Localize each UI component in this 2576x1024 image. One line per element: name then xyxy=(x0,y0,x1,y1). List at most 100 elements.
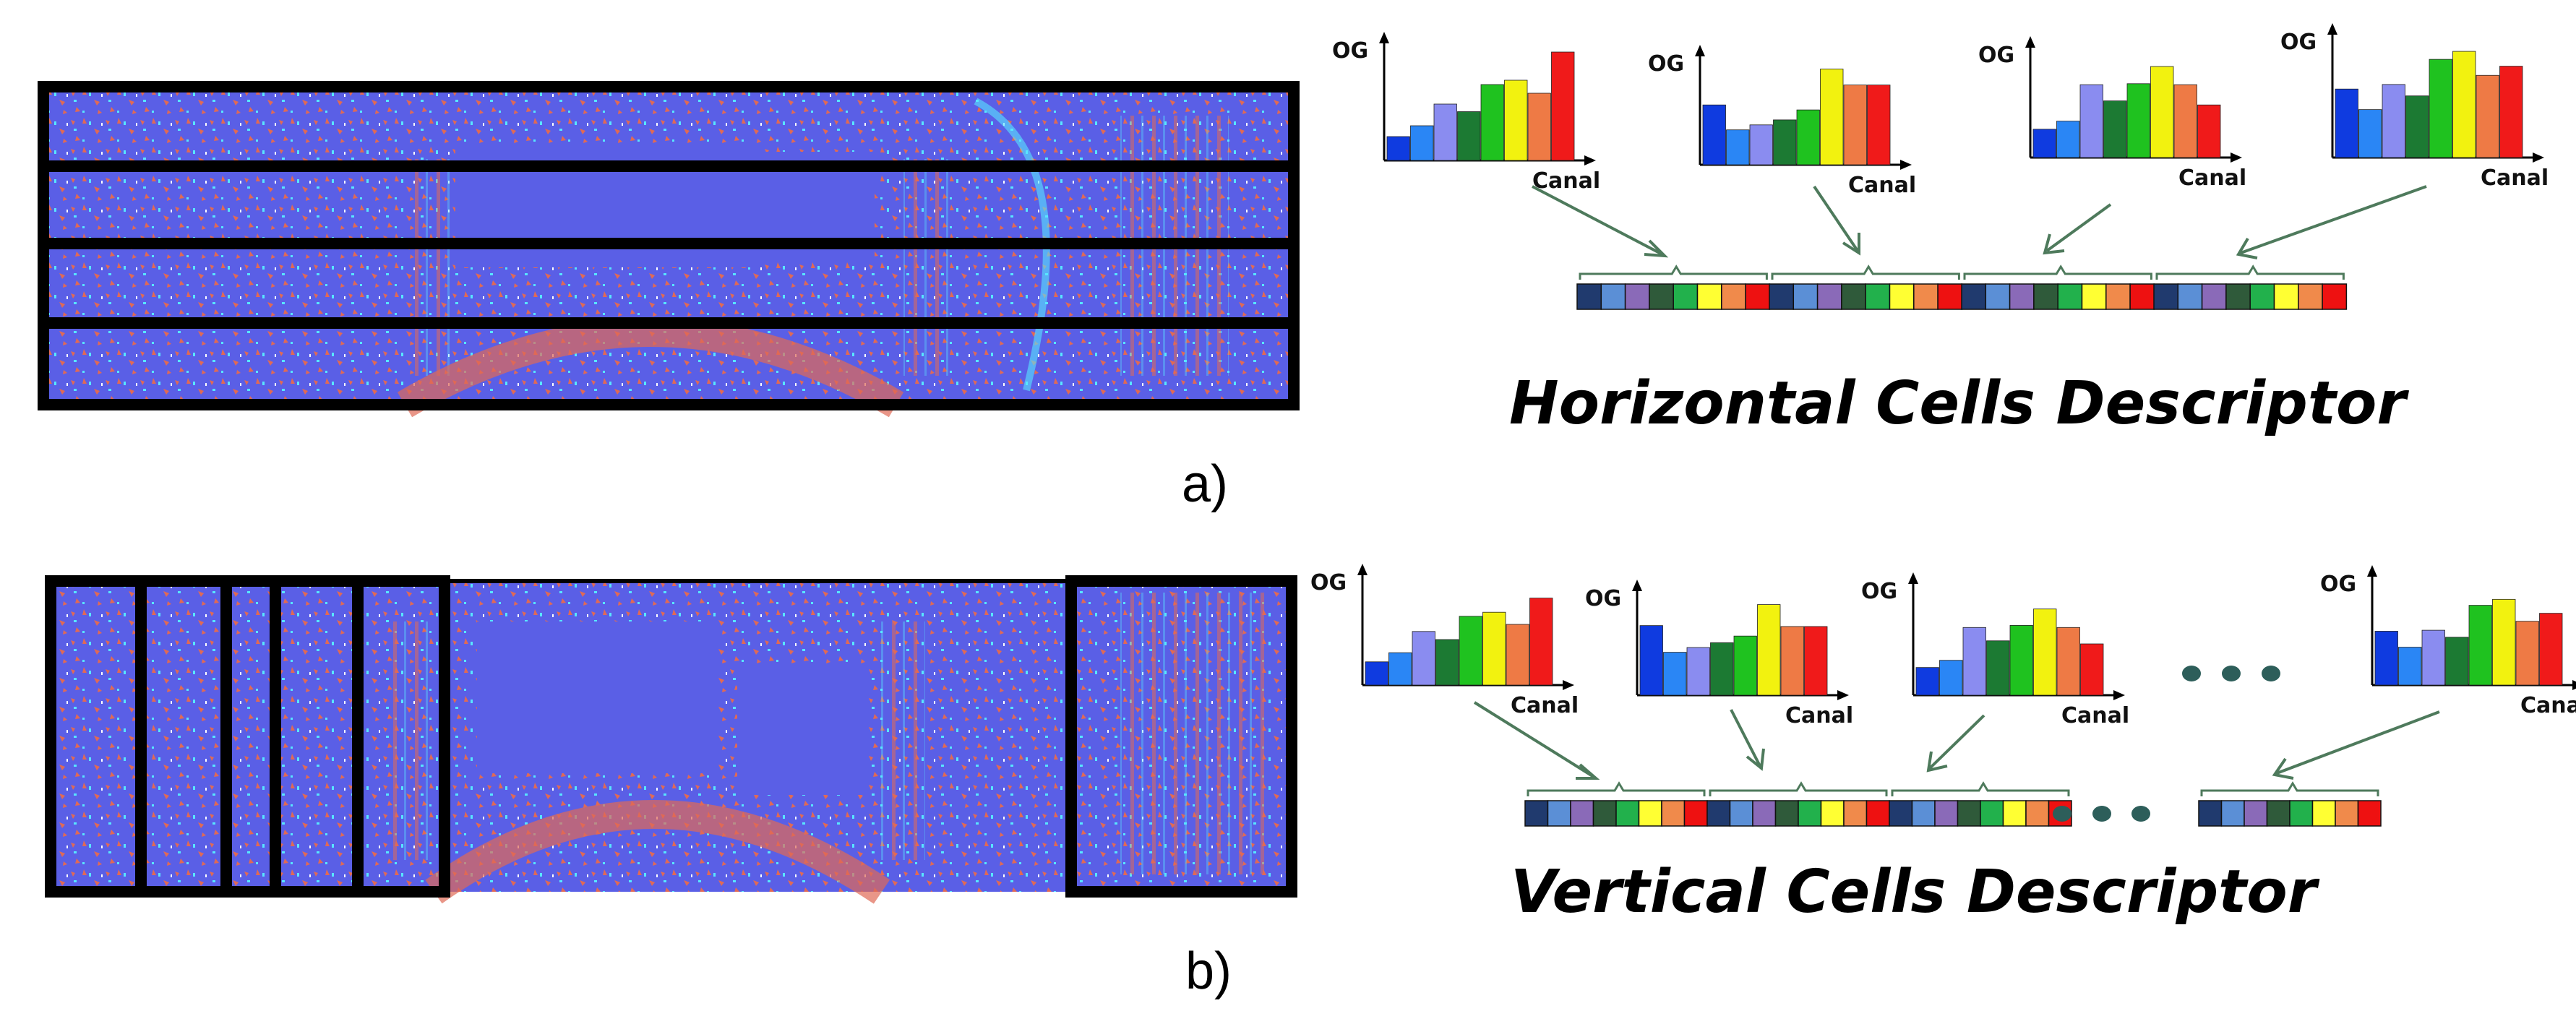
descriptor-bin xyxy=(2357,800,2382,827)
histogram-bar xyxy=(1529,598,1553,686)
descriptor-title-horizontal: Horizontal Cells Descriptor xyxy=(1509,369,2409,438)
arrow xyxy=(1928,714,1985,770)
descriptor-bin xyxy=(1957,800,1981,827)
y-axis-arrow xyxy=(2025,36,2035,48)
histogram-bar xyxy=(1710,642,1734,696)
x-axis-arrow xyxy=(2533,152,2544,163)
descriptor-bin xyxy=(2105,283,2131,310)
segment-brace xyxy=(1709,781,1888,796)
descriptor-bin xyxy=(1911,800,1936,827)
descriptor-bin xyxy=(1624,283,1650,310)
histogram-bar xyxy=(1551,51,1575,161)
x-axis-arrow xyxy=(1900,160,1912,170)
histogram-bar xyxy=(1686,647,1710,696)
histogram-bar xyxy=(1386,136,1410,161)
y-axis-arrow xyxy=(1379,32,1389,43)
descriptor-vector-vertical xyxy=(1524,781,2382,827)
histogram-bar xyxy=(2382,84,2405,158)
x-axis-label: Canal xyxy=(2178,165,2246,191)
x-axis-label: Canal xyxy=(2061,703,2129,728)
descriptor-bin xyxy=(1961,283,1987,310)
histogram-bar xyxy=(2126,83,2150,158)
x-axis-arrow xyxy=(2572,680,2576,690)
histogram-bar xyxy=(1986,640,2010,696)
histogram-bar xyxy=(2539,613,2563,686)
segment-brace xyxy=(1891,781,2070,796)
descriptor-bin xyxy=(1866,800,1890,827)
x-axis-label: Canal xyxy=(1511,693,1579,718)
x-axis-label: Canal xyxy=(2481,165,2549,191)
descriptor-bin xyxy=(1696,283,1722,310)
descriptor-bin xyxy=(1985,283,2011,310)
descriptor-bin xyxy=(1570,800,1594,827)
histogram-bar xyxy=(1504,79,1528,161)
histogram-bar xyxy=(1843,85,1867,165)
histogram-bar xyxy=(2374,631,2398,686)
descriptor-bin xyxy=(1600,283,1626,310)
histogram-bar xyxy=(2468,605,2492,686)
descriptor-bin xyxy=(1769,283,1795,310)
descriptor-bin xyxy=(1793,283,1819,310)
x-axis-label: Canal xyxy=(2520,693,2576,718)
arrow xyxy=(2045,203,2112,252)
descriptor-bin xyxy=(1661,800,1686,827)
descriptor-bin xyxy=(2153,283,2179,310)
descriptor-bin xyxy=(2002,800,2027,827)
descriptor-bin xyxy=(1816,283,1842,310)
descriptor-bin xyxy=(2273,283,2299,310)
histogram-bar xyxy=(1773,119,1797,165)
descriptor-bin xyxy=(1752,800,1777,827)
descriptor-title-vertical: Vertical Cells Descriptor xyxy=(1511,858,2320,926)
descriptor-bin xyxy=(2201,283,2227,310)
arrow xyxy=(1532,185,1663,256)
histogram-bar xyxy=(2452,51,2476,158)
histogram-bar xyxy=(1663,652,1687,696)
histogram-bar xyxy=(2398,647,2422,686)
histogram-bar xyxy=(2150,66,2174,158)
histogram-bar xyxy=(1388,652,1412,686)
descriptor-bin xyxy=(1841,283,1866,310)
histogram-bar xyxy=(2405,95,2429,158)
histogram-bar xyxy=(1726,129,1750,165)
segment-brace xyxy=(1527,781,1706,796)
segment-brace xyxy=(1963,264,2152,280)
histogram-bar xyxy=(2056,627,2080,696)
descriptor-bin xyxy=(1524,800,1549,827)
x-axis-arrow xyxy=(2113,690,2125,700)
descriptor-bin xyxy=(1843,800,1868,827)
histogram-bar xyxy=(1780,626,1804,696)
descriptor-bin xyxy=(1615,800,1640,827)
arrow-head xyxy=(2043,233,2065,255)
y-axis-label: OG xyxy=(1585,586,1621,611)
panel-label-a: a) xyxy=(1182,455,1228,513)
x-axis-label: Canal xyxy=(1785,703,1853,728)
ellipsis-descriptor xyxy=(2053,806,2150,822)
histogram-bar xyxy=(2009,625,2033,696)
arrow xyxy=(2276,710,2440,775)
arrow-head xyxy=(1576,763,1600,780)
arrow-head xyxy=(1746,748,1765,771)
segment-brace xyxy=(2200,781,2379,796)
descriptor-bin xyxy=(1706,800,1731,827)
x-axis-arrow xyxy=(1563,680,1574,690)
y-axis-label: OG xyxy=(1332,38,1368,64)
histogram-bar xyxy=(2476,74,2499,158)
histogram-bar xyxy=(2445,637,2469,686)
histogram-bar xyxy=(2056,121,2080,158)
descriptor-bin xyxy=(1774,800,1799,827)
descriptor-bin xyxy=(2057,283,2083,310)
descriptor-bin xyxy=(2266,800,2291,827)
arrow-head xyxy=(1842,233,1860,256)
descriptor-bin xyxy=(1592,800,1617,827)
panel-label-b: b) xyxy=(1185,942,1232,1000)
x-axis-label: Canal xyxy=(1848,173,1916,198)
arrows-b xyxy=(1473,701,2440,780)
histogram-bar xyxy=(1480,84,1504,161)
histogram-bar xyxy=(1410,125,1434,161)
histogram-bar xyxy=(1820,69,1844,165)
histogram-bar xyxy=(1804,626,1828,696)
